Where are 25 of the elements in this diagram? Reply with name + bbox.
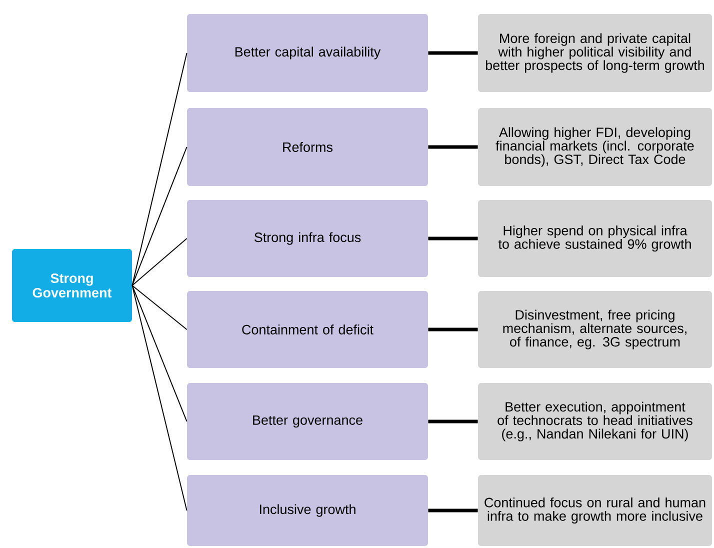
connector-line bbox=[132, 146, 188, 286]
description-box: Disinvestment, free pricing mechanism, alternate sources, of finance, eg. 3G spectrum bbox=[478, 291, 712, 368]
thick-connector bbox=[428, 328, 478, 332]
description-box: Allowing higher FDI, developing financial markets (incl. corporate bonds), GST, Direct Tax Code bbox=[478, 108, 712, 186]
thick-connector bbox=[428, 51, 478, 55]
root-box: Strong Government bbox=[12, 249, 132, 322]
category-box: Reforms bbox=[187, 108, 428, 186]
category-box: Containment of deficit bbox=[187, 291, 428, 368]
thick-connector bbox=[428, 420, 478, 424]
description-box: Continued focus on rural and human infra to make growth more inclusive bbox=[478, 475, 712, 546]
thick-connector bbox=[428, 236, 478, 240]
category-box: Better governance bbox=[187, 383, 428, 460]
category-box: Better capital availability bbox=[187, 14, 428, 92]
description-box: More foreign and private capital with higher political visibility and better prospects of long-term growth bbox=[478, 14, 712, 92]
connector-line bbox=[132, 285, 188, 422]
description-box: Higher spend on physical infra to achieve sustained 9% growth bbox=[478, 200, 712, 277]
thick-connector bbox=[428, 508, 478, 512]
connector-line bbox=[132, 285, 188, 511]
thick-connector bbox=[428, 145, 478, 149]
category-box: Strong infra focus bbox=[187, 200, 428, 277]
description-box: Better execution, appointment of technocrats to head initiatives (e.g., Nandan Nilekani for UIN) bbox=[478, 383, 712, 460]
connector-line bbox=[132, 52, 188, 286]
connector-line bbox=[132, 238, 188, 286]
category-box: Inclusive growth bbox=[187, 475, 428, 546]
connector-line bbox=[132, 285, 188, 330]
